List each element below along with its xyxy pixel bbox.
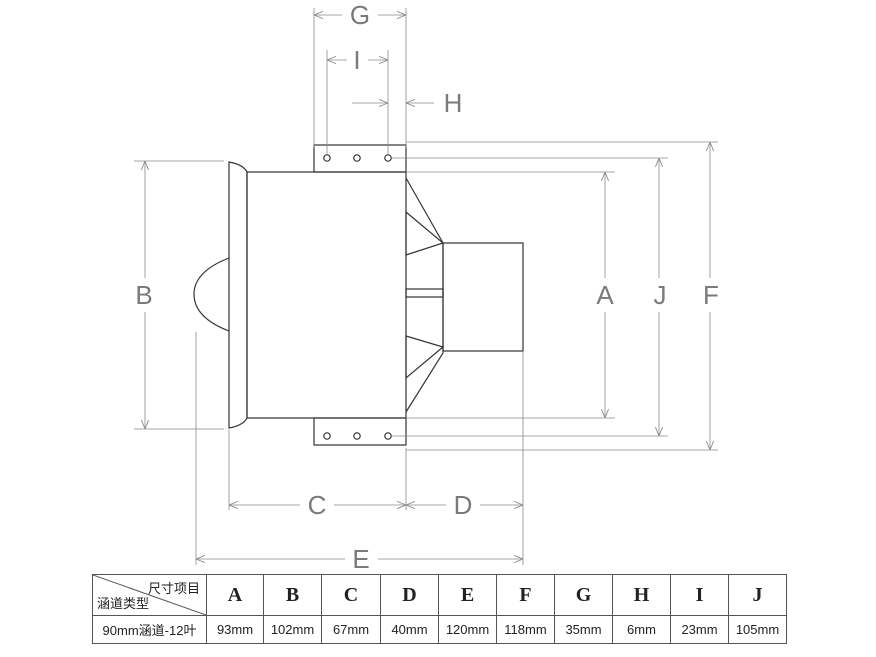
value-j: 105mm bbox=[728, 615, 787, 644]
dim-label-i: I bbox=[353, 45, 360, 75]
column-header-j: J bbox=[728, 574, 787, 616]
corner-diagonal bbox=[93, 575, 206, 615]
column-header-f: F bbox=[496, 574, 555, 616]
table-corner-cell: 尺寸项目 涵道类型 bbox=[92, 574, 207, 616]
fan-diagram: G I H B A J F C D E bbox=[134, 0, 719, 570]
column-header-c: C bbox=[321, 574, 381, 616]
value-c: 67mm bbox=[321, 615, 381, 644]
dim-label-j: J bbox=[654, 280, 667, 310]
table-header-row: 尺寸项目 涵道类型 A B C D E F G H I J bbox=[92, 574, 787, 616]
spec-table: 尺寸项目 涵道类型 A B C D E F G H I J 90mm涵道-12叶… bbox=[92, 574, 787, 644]
value-f: 118mm bbox=[496, 615, 555, 644]
dim-label-g: G bbox=[350, 0, 370, 30]
column-header-a: A bbox=[206, 574, 264, 616]
column-header-b: B bbox=[263, 574, 322, 616]
dim-label-f: F bbox=[703, 280, 719, 310]
ducted-fan-outline bbox=[193, 144, 524, 446]
column-header-i: I bbox=[670, 574, 729, 616]
value-h: 6mm bbox=[612, 615, 671, 644]
dim-label-d: D bbox=[454, 490, 473, 520]
value-g: 35mm bbox=[554, 615, 613, 644]
dimension-lines bbox=[134, 8, 718, 565]
dim-label-a: A bbox=[596, 280, 614, 310]
dim-label-b: B bbox=[135, 280, 152, 310]
row-label-duct-type: 90mm涵道-12叶 bbox=[92, 615, 207, 644]
corner-label-duct-type: 涵道类型 bbox=[97, 596, 150, 611]
corner-label-dimension-item: 尺寸项目 bbox=[147, 581, 200, 596]
column-header-e: E bbox=[438, 574, 497, 616]
value-a: 93mm bbox=[206, 615, 264, 644]
table-row: 90mm涵道-12叶 93mm 102mm 67mm 40mm 120mm 11… bbox=[92, 615, 787, 644]
value-b: 102mm bbox=[263, 615, 322, 644]
dim-label-e: E bbox=[352, 544, 369, 570]
value-d: 40mm bbox=[380, 615, 439, 644]
dim-label-h: H bbox=[444, 88, 463, 118]
dim-label-c: C bbox=[308, 490, 327, 520]
value-e: 120mm bbox=[438, 615, 497, 644]
column-header-d: D bbox=[380, 574, 439, 616]
value-i: 23mm bbox=[670, 615, 729, 644]
column-header-g: G bbox=[554, 574, 613, 616]
column-header-h: H bbox=[612, 574, 671, 616]
